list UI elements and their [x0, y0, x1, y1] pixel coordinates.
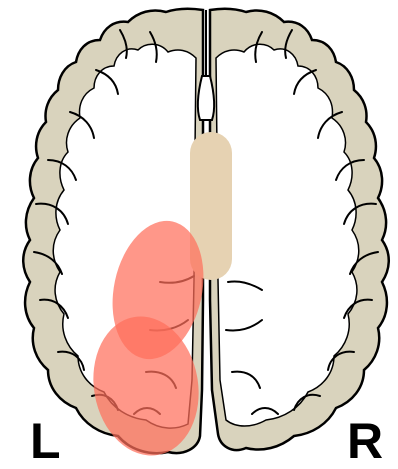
left-side-label: L: [30, 416, 61, 466]
frontal-ventricle-notch: [198, 76, 214, 120]
right-side-label: R: [347, 416, 383, 466]
right-hemisphere: [210, 9, 389, 450]
